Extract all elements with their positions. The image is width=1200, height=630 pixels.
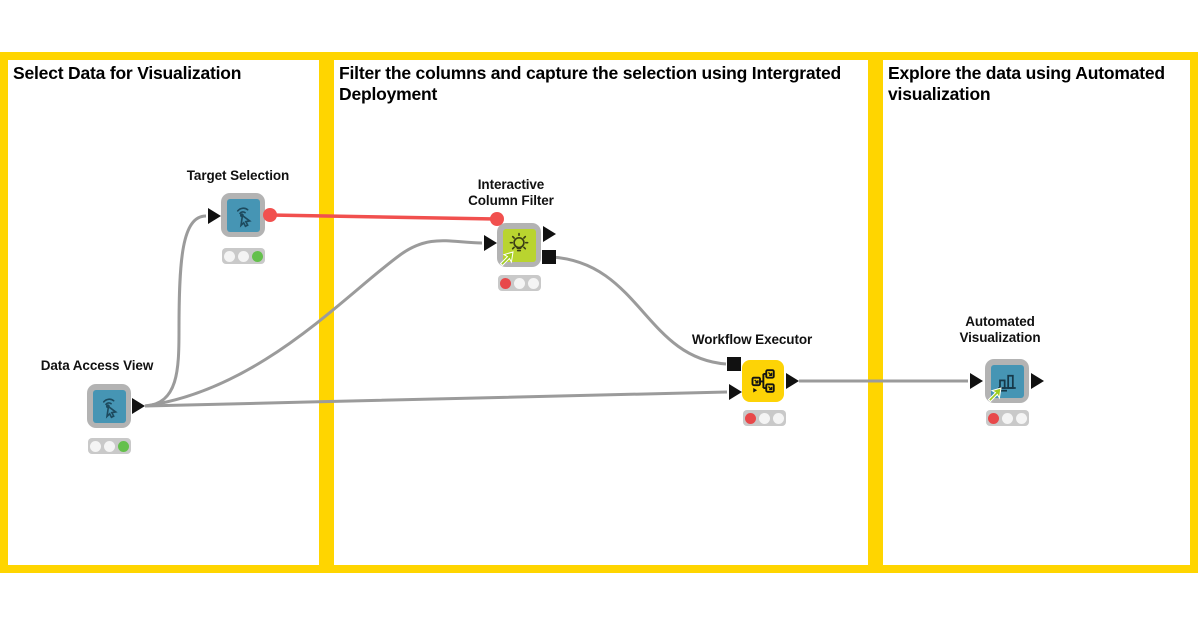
annotation-select-data[interactable]: Select Data for Visualization [0, 52, 327, 573]
connection-dav-to-target-selection[interactable] [144, 214, 207, 408]
annotation-title: Explore the data using Automated visuali… [888, 63, 1165, 104]
node-label-target-selection: Target Selection [186, 168, 290, 183]
node-target-selection[interactable] [221, 193, 265, 237]
node-workflow-executor[interactable] [742, 360, 784, 402]
connection-dav-to-column-filter[interactable] [144, 239, 483, 408]
target-selection-input-port[interactable] [208, 208, 221, 224]
node-label-interactive-column-filter: Interactive Column Filter [468, 177, 554, 208]
traffic-light-target-selection [222, 248, 265, 264]
automated-visualization-output-port[interactable] [1031, 373, 1044, 389]
flow-variable-input-port[interactable] [490, 212, 504, 226]
component-link-arrow-icon [987, 386, 1002, 402]
node-label-data-access-view: Data Access View [40, 358, 154, 373]
lightbulb-icon [509, 232, 529, 252]
node-label-automated-visualization: Automated Visualization [959, 314, 1041, 345]
annotation-explore-data[interactable]: Explore the data using Automated visuali… [875, 52, 1198, 573]
node-automated-visualization[interactable] [985, 359, 1029, 403]
node-data-access-view[interactable] [87, 384, 131, 428]
workflow-executor-output-port[interactable] [786, 373, 799, 389]
workflow-executor-data-input-port[interactable] [729, 384, 742, 400]
node-label-workflow-executor: Workflow Executor [691, 332, 813, 347]
interactive-view-icon [102, 398, 118, 419]
column-filter-data-output-port[interactable] [543, 226, 556, 242]
node-interactive-column-filter[interactable] [497, 223, 541, 267]
connection-column-filter-to-workflow-executor[interactable] [550, 255, 727, 366]
dav-output-port[interactable] [132, 398, 145, 414]
traffic-light-automated-visualization [986, 410, 1029, 426]
component-link-arrow-icon [499, 250, 514, 266]
interactive-view-icon [236, 207, 252, 228]
traffic-light-interactive-column-filter [498, 275, 541, 291]
flow-variable-output-port[interactable] [263, 208, 277, 222]
annotation-title: Select Data for Visualization [13, 63, 242, 83]
column-filter-input-port[interactable] [484, 235, 497, 251]
traffic-light-data-access-view [88, 438, 131, 454]
connection-flowvar-target-to-filter[interactable] [269, 213, 497, 221]
connection-dav-to-workflow-executor[interactable] [144, 390, 728, 408]
annotation-title: Filter the columns and capture the selec… [339, 63, 841, 104]
column-filter-workflow-output-port[interactable] [542, 250, 556, 264]
workflow-icon [751, 369, 775, 393]
automated-visualization-input-port[interactable] [970, 373, 983, 389]
workflow-executor-workflow-input-port[interactable] [727, 357, 741, 371]
traffic-light-workflow-executor [743, 410, 786, 426]
